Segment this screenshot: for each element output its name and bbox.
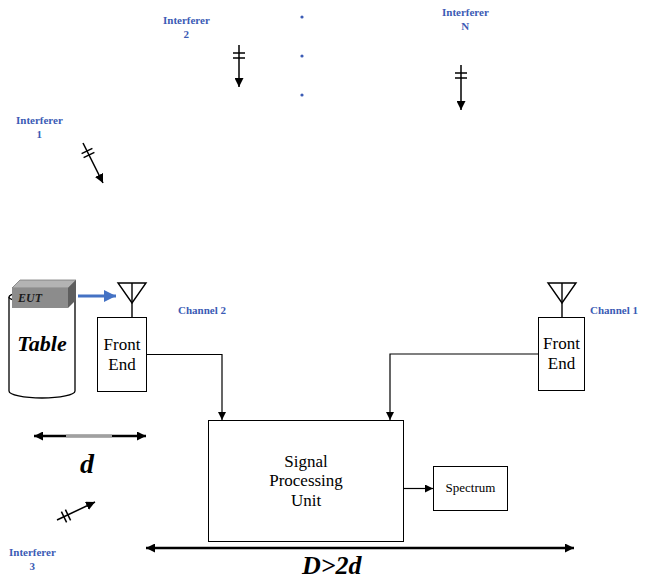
dimension-d	[34, 436, 146, 437]
table-text: Table	[17, 331, 66, 356]
ellipsis-dots	[300, 15, 303, 96]
interferer-antenna	[233, 45, 245, 87]
box-text: Front End	[104, 335, 141, 374]
eut-box: EUT	[12, 280, 76, 308]
interferer-label: Interferer 3	[9, 546, 56, 574]
channel-label: Channel 1	[590, 304, 638, 318]
front-end-box: Front End	[97, 317, 147, 392]
emission-arrow	[78, 295, 116, 298]
signal-connector	[147, 355, 222, 421]
spectrum-box: Spectrum	[433, 466, 508, 511]
interferer-label: Interferer 1	[16, 114, 63, 142]
interferer-label: Interferer N	[442, 6, 489, 34]
box-text: Spectrum	[446, 481, 496, 496]
dimension-label: D>2d	[302, 553, 362, 579]
channel-label: Channel 2	[178, 304, 226, 318]
receive-antenna	[118, 283, 146, 317]
front-end-box: Front End	[538, 317, 585, 391]
eut-text: EUT	[18, 292, 42, 306]
signal-connector	[390, 354, 538, 420]
interferer-antenna	[455, 65, 467, 110]
interferer-antenna	[82, 143, 103, 183]
box-text: Front End	[543, 334, 580, 373]
box-text: Signal Processing Unit	[269, 452, 343, 511]
interferer-antenna	[57, 502, 95, 522]
signal-processing-box: Signal Processing Unit	[208, 420, 404, 542]
receive-antenna	[548, 283, 576, 317]
dimension-label: d	[80, 450, 94, 478]
signal-connector	[404, 488, 433, 489]
dimension-D	[146, 547, 574, 550]
interferer-label: Interferer 2	[163, 14, 210, 42]
